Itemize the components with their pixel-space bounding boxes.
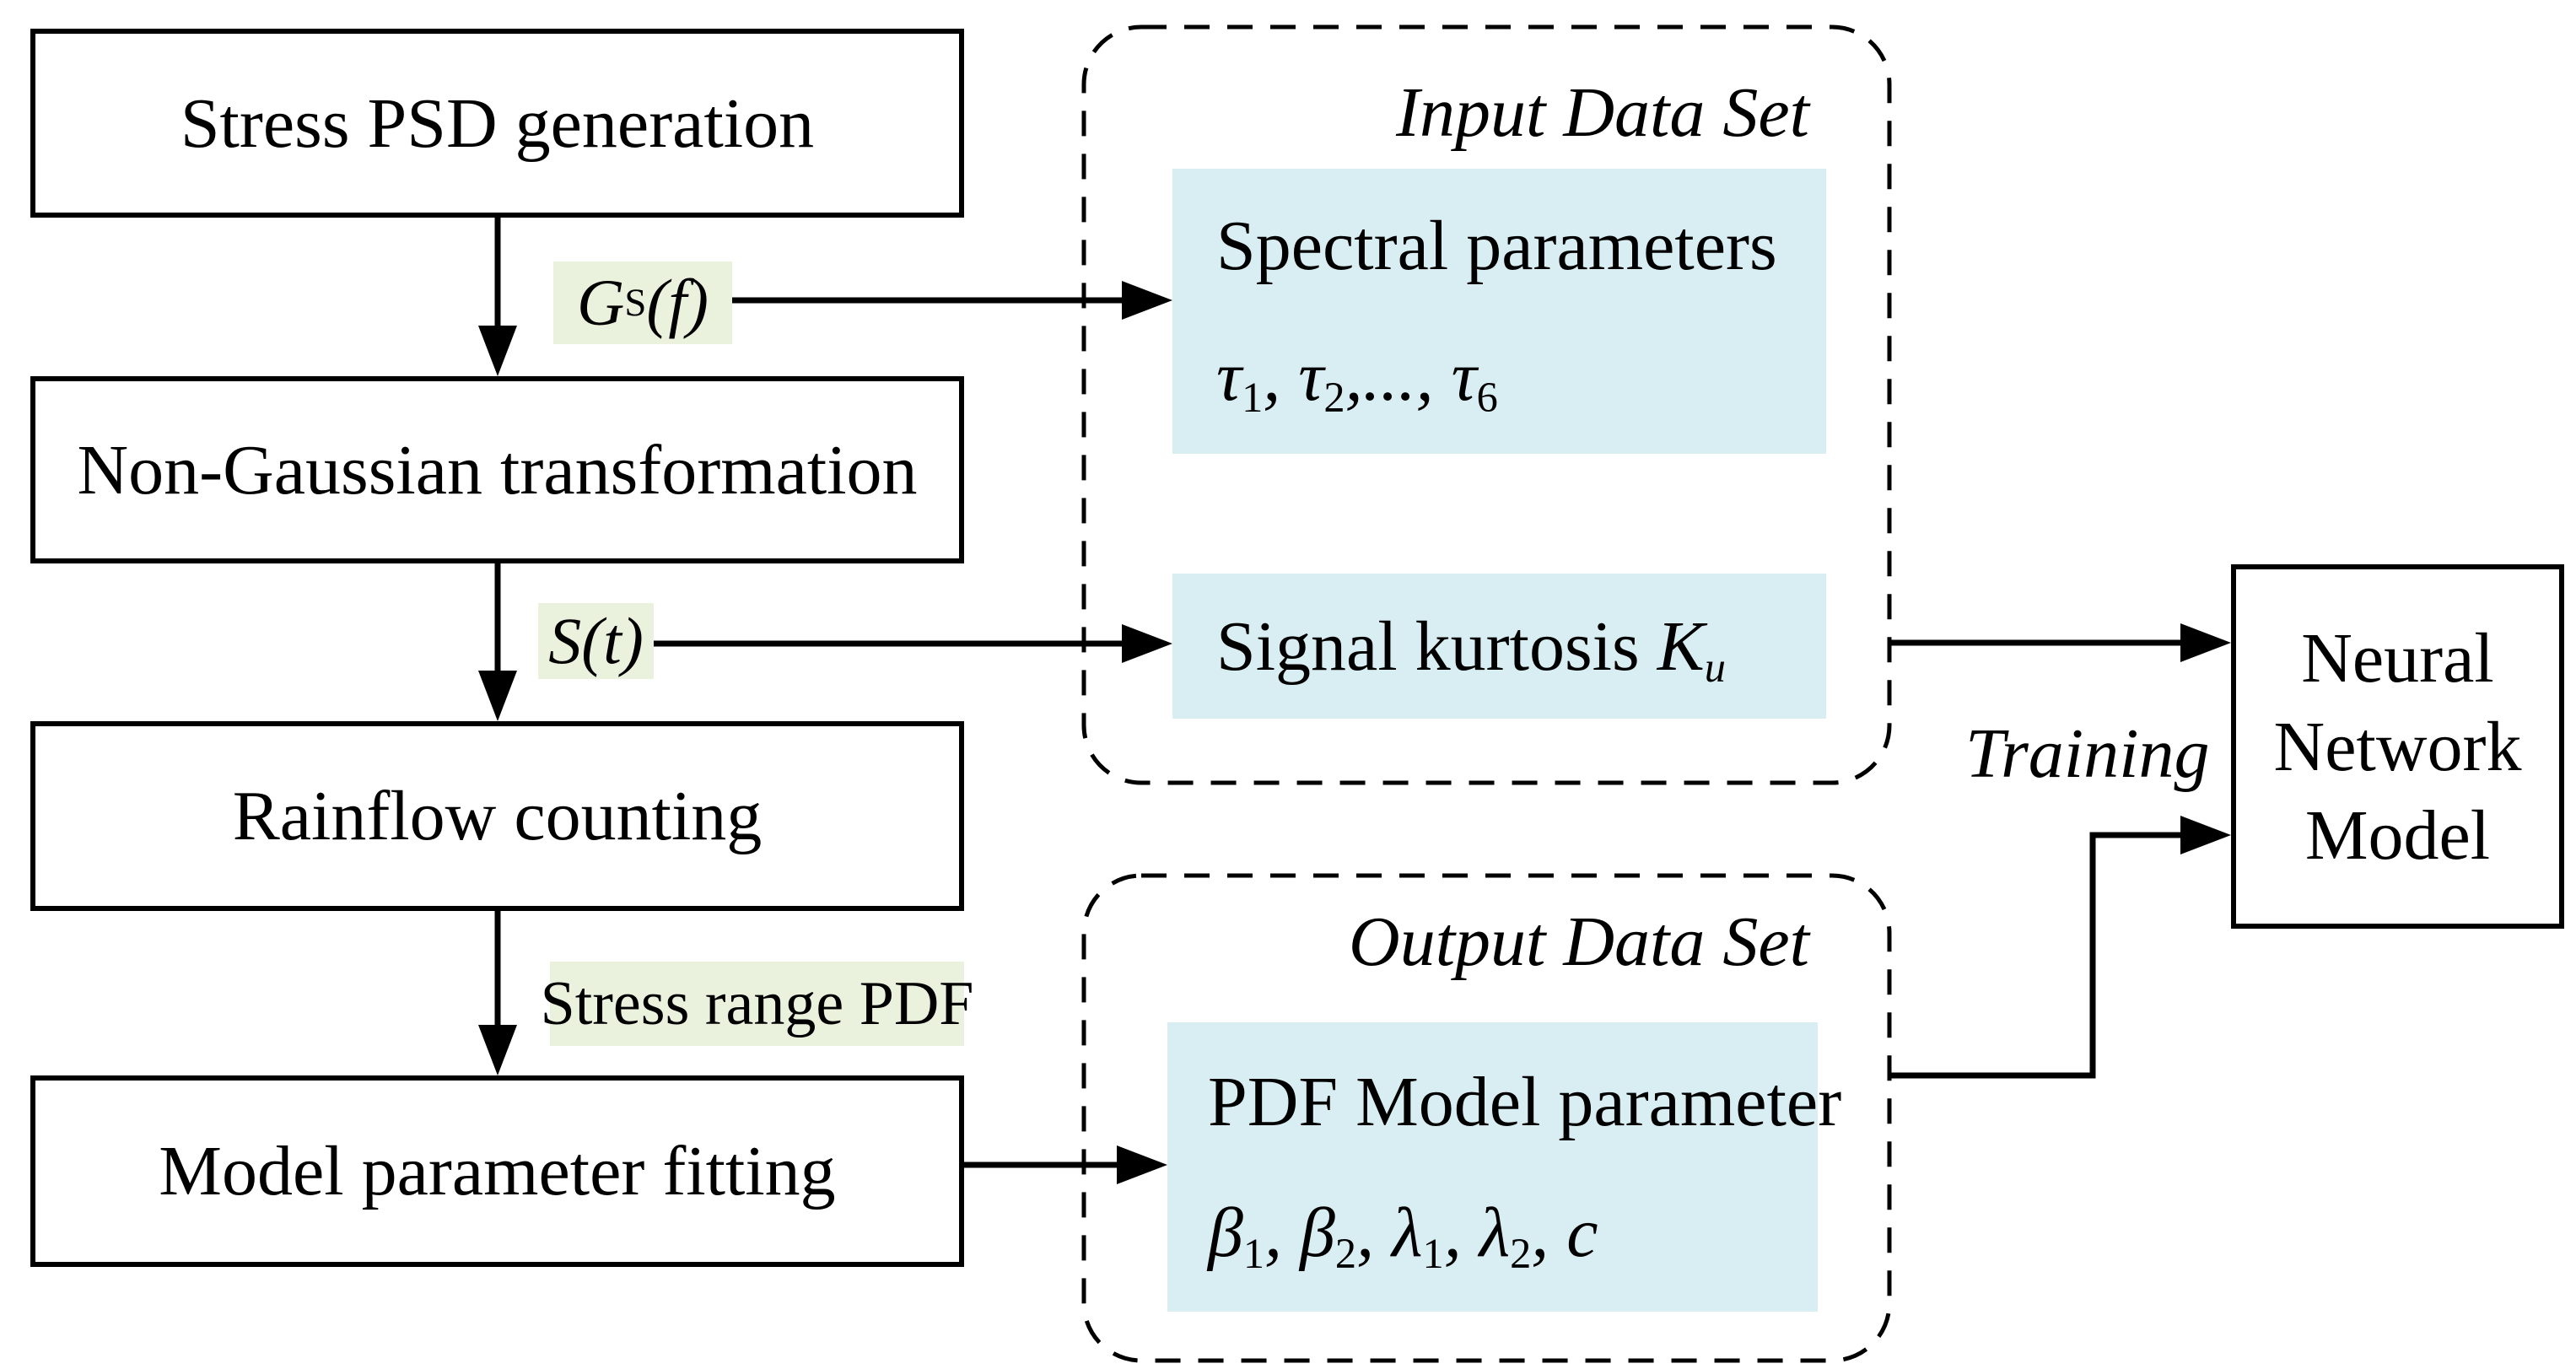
lambda-1-sub: 1 bbox=[1422, 1229, 1444, 1277]
stress-range-pdf-text: Stress range PDF bbox=[540, 968, 974, 1038]
process-box-label: Model parameter fitting bbox=[159, 1132, 836, 1210]
arrow-box1-box2-head bbox=[478, 326, 517, 376]
input-data-set-title: Input Data Set bbox=[1396, 73, 1809, 152]
training-label: Training bbox=[1965, 714, 2210, 793]
spectral-parameters-label: Spectral parameters bbox=[1216, 207, 1777, 285]
tau-2: , τ bbox=[1263, 337, 1324, 416]
input-data-set-border bbox=[1081, 24, 1892, 785]
process-box-model-parameter-fitting: Model parameter fitting bbox=[30, 1075, 964, 1267]
process-box-stress-psd-generation: Stress PSD generation bbox=[30, 29, 964, 218]
nn-line3: Model bbox=[2304, 795, 2491, 875]
beta-1: β bbox=[1208, 1193, 1243, 1272]
edge-label-stress-range-pdf: Stress range PDF bbox=[541, 962, 973, 1046]
gsf-argument: (f) bbox=[646, 266, 709, 339]
beta-1-sub: 1 bbox=[1242, 1229, 1265, 1277]
st-text: S(t) bbox=[548, 604, 644, 677]
gsf-base: G bbox=[577, 266, 625, 339]
process-box-label: Rainflow counting bbox=[232, 777, 763, 855]
arrow-box4-pdfparam-head bbox=[1117, 1145, 1167, 1184]
process-box-rainflow-counting: Rainflow counting bbox=[30, 721, 964, 911]
arrow-st-kurtosis-head bbox=[1122, 624, 1172, 663]
arrow-outputset-nn-head bbox=[2180, 816, 2231, 854]
tau-1: τ bbox=[1216, 337, 1242, 416]
arrow-inputset-nn-head bbox=[2180, 623, 2231, 662]
arrow-gsf-spectral-head bbox=[1122, 281, 1172, 320]
arrow-box3-box4-head bbox=[478, 1025, 517, 1075]
tau-6-sub: 6 bbox=[1476, 374, 1498, 422]
tau-1-sub: 1 bbox=[1242, 374, 1264, 422]
signal-kurtosis-text: Signal kurtosis bbox=[1216, 606, 1657, 686]
neural-network-model-box: Neural Network Model bbox=[2231, 564, 2564, 929]
spectral-parameters-box: Spectral parameters τ1, τ2,..., τ6 bbox=[1172, 169, 1826, 454]
arrow-box2-box3-head bbox=[478, 671, 517, 721]
pdf-parameters: β1, β2, λ1, λ2, c bbox=[1208, 1192, 1598, 1277]
lambda-2-sub: 2 bbox=[1510, 1229, 1532, 1277]
nn-line2: Network bbox=[2273, 707, 2522, 786]
output-data-set-title: Output Data Set bbox=[1349, 903, 1809, 981]
process-box-label: Stress PSD generation bbox=[180, 84, 815, 163]
neural-network-model-label: Neural Network Model bbox=[2274, 614, 2522, 880]
tau-parameters: τ1, τ2,..., τ6 bbox=[1216, 336, 1498, 418]
tau-6: ,..., τ bbox=[1345, 337, 1477, 416]
lambda-2: , λ bbox=[1443, 1193, 1511, 1272]
pdf-model-parameter-box: PDF Model parameter β1, β2, λ1, λ2, c bbox=[1167, 1022, 1841, 1312]
lambda-1: , λ bbox=[1356, 1193, 1423, 1272]
kurtosis-symbol: K bbox=[1657, 606, 1705, 686]
process-box-label: Non-Gaussian transformation bbox=[77, 430, 918, 509]
kurtosis-symbol-sub: u bbox=[1704, 643, 1726, 691]
tau-2-sub: 2 bbox=[1323, 374, 1345, 422]
arrow-outputset-nn-line bbox=[1889, 832, 2184, 1079]
pdf-model-parameter-label: PDF Model parameter bbox=[1208, 1062, 1842, 1141]
signal-kurtosis-box: Signal kurtosis Ku bbox=[1172, 574, 1826, 719]
signal-kurtosis-label: Signal kurtosis Ku bbox=[1216, 606, 1726, 688]
output-data-set-border bbox=[1081, 873, 1892, 1363]
c-param: , c bbox=[1531, 1193, 1598, 1272]
process-box-non-gaussian-transformation: Non-Gaussian transformation bbox=[30, 376, 964, 563]
beta-2-sub: 2 bbox=[1334, 1229, 1357, 1277]
beta-2: , β bbox=[1264, 1193, 1335, 1272]
edge-label-st: S(t) bbox=[538, 603, 654, 679]
nn-line1: Neural bbox=[2301, 618, 2494, 698]
